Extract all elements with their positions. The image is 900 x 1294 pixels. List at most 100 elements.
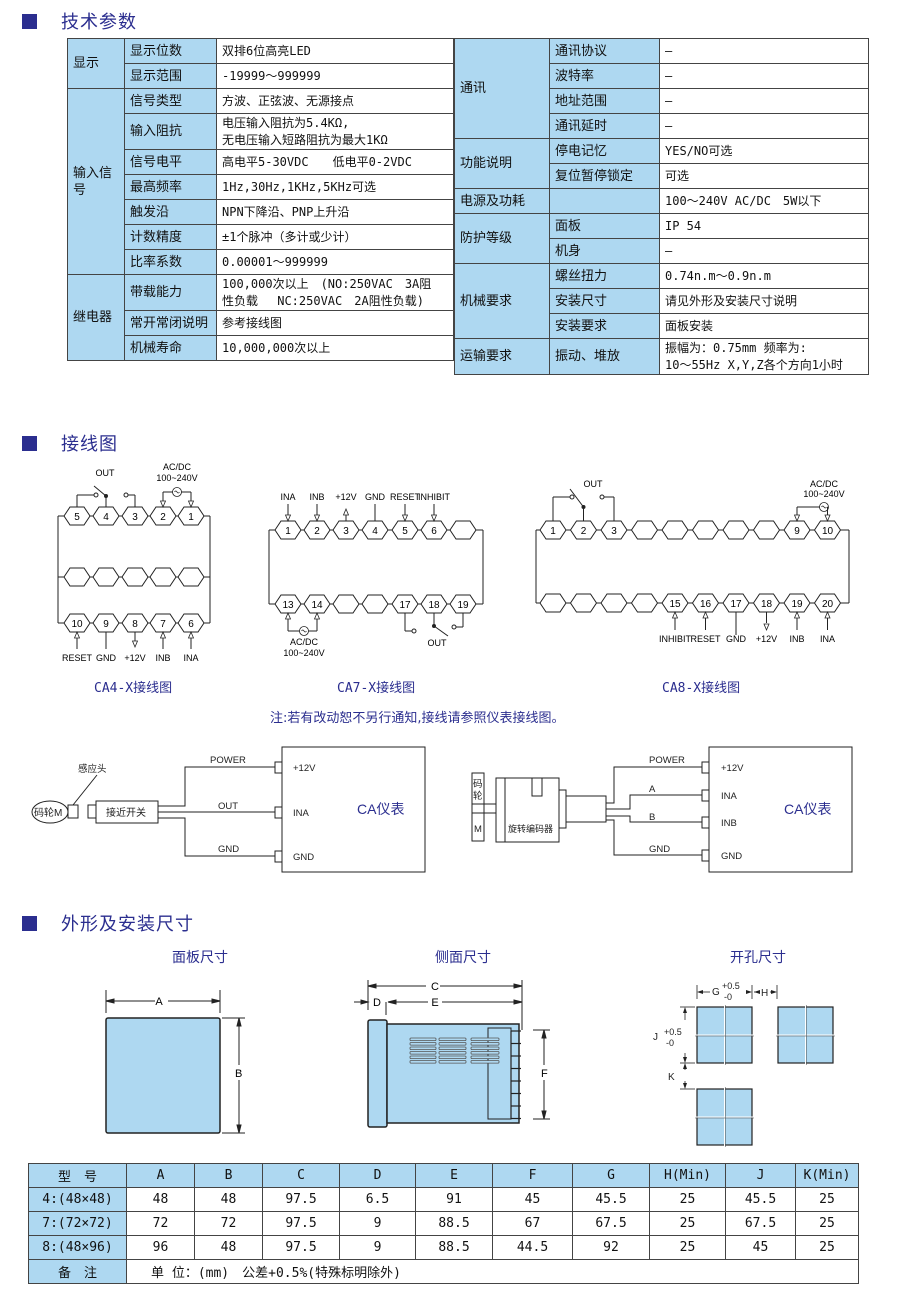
terminal-hexagon (783, 520, 811, 540)
remark-text: 单 位：(mm) 公差+0.5%(特殊标明除外) (126, 1259, 859, 1284)
spec-label: 复位暂停锁定 (549, 163, 660, 189)
spec-group-label: 通讯 (454, 38, 550, 139)
terminal-number: 1 (285, 526, 291, 537)
arrow-up-icon (159, 630, 167, 639)
spec-value: NPN下降沿、PNP上升沿 (216, 199, 454, 225)
spec-group-label: 电源及功耗 (454, 188, 550, 214)
arrow-down-icon (284, 514, 292, 523)
spec-value-line: 可选 (665, 168, 690, 183)
diagram-label: +12V (124, 653, 145, 663)
spec-row: 机身— (455, 238, 869, 264)
vent-slot (470, 1042, 500, 1046)
diagram-label: AC/DC (290, 637, 319, 647)
gnd-wire-label: GND (218, 844, 239, 855)
dim-value-cell: 72 (126, 1211, 195, 1236)
wiring-note: 注:若有改动恕不另行通知,接线请参照仪表接线图。 (270, 711, 565, 726)
diagram-label: INHIBIT (659, 634, 692, 644)
spec-row: 地址范围 — (455, 88, 869, 114)
spec-label: 信号电平 (124, 149, 217, 175)
spec-value-line: NPN下降沿、PNP上升沿 (222, 204, 350, 219)
spec-value: 10,000,000次以上 (216, 335, 454, 361)
dim-value-cell: 25 (795, 1187, 859, 1212)
section-header-wiring: 接线图 (22, 430, 118, 456)
wheel-label-top: 码 (473, 779, 483, 790)
terminal-hexagon (149, 567, 177, 587)
terminal-number: 15 (669, 599, 681, 610)
spec-label: 安装要求 (549, 313, 660, 339)
dim-header-cell: A (126, 1163, 195, 1188)
spec-value-line: — (665, 93, 673, 108)
terminal-hexagon (303, 594, 331, 614)
section-title: 技术参数 (61, 12, 137, 33)
arrow-down-icon (187, 500, 195, 509)
b-wire-label: B (649, 812, 655, 823)
dim-header-cell: G (572, 1163, 650, 1188)
spec-value-line: 请见外形及安装尺寸说明 (665, 293, 798, 308)
dim-d-label: D (373, 997, 381, 1009)
arrow-down-icon (401, 514, 409, 523)
terminal-hexagon (813, 520, 842, 540)
terminal-hexagon (420, 594, 448, 614)
spec-label: 振动、堆放 (549, 338, 660, 375)
dim-header-cell: B (194, 1163, 263, 1188)
terminal-hexagon (630, 593, 659, 613)
spec-group-label: 功能说明 (454, 138, 550, 189)
spec-label: 比率系数 (124, 249, 217, 275)
pin-12v-label: +12V (293, 763, 316, 774)
dim-h-label: H (761, 988, 768, 999)
gnd-wire-label: GND (649, 844, 670, 855)
spec-label: 计数精度 (124, 224, 217, 250)
dim-header-cell: H(Min) (649, 1163, 726, 1188)
spec-value: 高电平5-30VDC 低电平0-2VDC (216, 149, 454, 175)
spec-group-label: 机械要求 (454, 263, 550, 339)
terminal-hexagon (539, 593, 567, 613)
terminal-number: 1 (188, 512, 194, 523)
spec-row: 安装尺寸请见外形及安装尺寸说明 (455, 288, 869, 314)
diagram-label: INA (820, 634, 835, 644)
arrow-down-icon (159, 500, 167, 509)
spec-value-line: 0.00001～999999 (222, 254, 328, 269)
terminal-hexagon (177, 567, 205, 587)
terminal-number: 20 (822, 599, 834, 610)
terminal-hexagon (92, 506, 120, 526)
spec-value-line: 电压输入阻抗为5.4KΩ, (222, 115, 350, 130)
terminal-hexagon (752, 593, 781, 613)
power-wire-label: POWER (649, 755, 685, 766)
arrow-up-icon (313, 611, 321, 620)
terminal-number: 2 (160, 512, 166, 523)
terminal-hexagon (303, 520, 331, 540)
remark-label: 备 注 (28, 1259, 127, 1284)
spec-value: ±1个脉冲（多计或少计） (216, 224, 454, 250)
spec-value-line: 100,000次以上 (NO:250VAC 3A阻 (222, 276, 432, 291)
spec-label: 常开常闭说明 (124, 310, 217, 336)
spec-row: 安装要求面板安装 (455, 313, 869, 339)
spec-row: 输入阻抗电压输入阻抗为5.4KΩ,无电压输入短路阻抗为最大1KΩ (68, 113, 454, 150)
arrow-up-icon (342, 507, 350, 516)
proximity-svg: 感应头 码轮M 接近开关 POWER OUT GND +12V INA GND … (31, 746, 426, 873)
terminal-number: 6 (188, 619, 194, 630)
terminal-number: 9 (794, 526, 800, 537)
terminal-number: 7 (160, 619, 166, 630)
diagram-label: OUT (428, 638, 448, 648)
j-tol-minus: -0 (666, 1038, 674, 1048)
terminal-hexagon (661, 520, 689, 540)
spec-group-label: 继电器 (67, 274, 125, 361)
spec-label: 地址范围 (549, 88, 660, 114)
spec-value-line: — (665, 118, 673, 133)
code-wheel-label: 码轮M (34, 806, 62, 819)
dim-model-cell: 8:(48×96) (28, 1235, 127, 1260)
spec-label (549, 188, 660, 214)
terminal-hexagon (177, 613, 205, 633)
terminal-hexagon (813, 593, 842, 613)
pin-gnd-label: GND (721, 851, 742, 862)
out-wire-label: OUT (218, 801, 238, 812)
